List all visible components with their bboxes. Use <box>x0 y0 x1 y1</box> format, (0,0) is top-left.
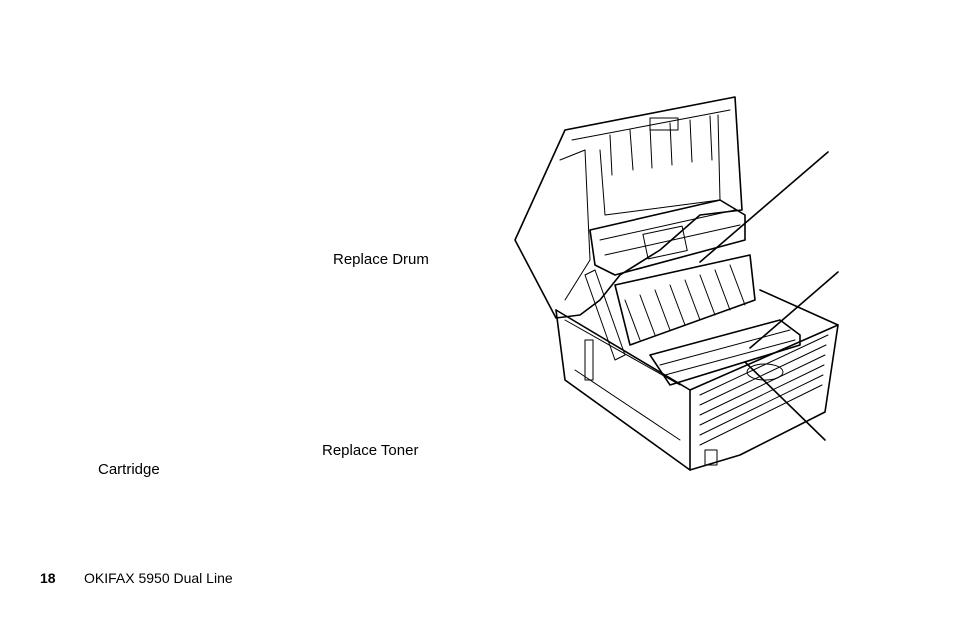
drum-unit <box>589 199 746 276</box>
drum-callout-line <box>699 151 829 263</box>
toner-cartridge <box>649 319 801 386</box>
fax-machine-illustration <box>514 96 839 471</box>
page-number: 18 <box>40 570 56 586</box>
cartridge-callout-line <box>744 361 826 441</box>
cartridge-label: Cartridge <box>98 461 160 478</box>
replace-toner-label: Replace Toner <box>322 442 419 459</box>
toner-callout-line <box>749 271 839 349</box>
footer-title: OKIFAX 5950 Dual Line <box>84 570 233 586</box>
fax-lid <box>514 96 743 319</box>
replace-drum-label: Replace Drum <box>333 251 429 268</box>
fax-body <box>555 289 839 471</box>
